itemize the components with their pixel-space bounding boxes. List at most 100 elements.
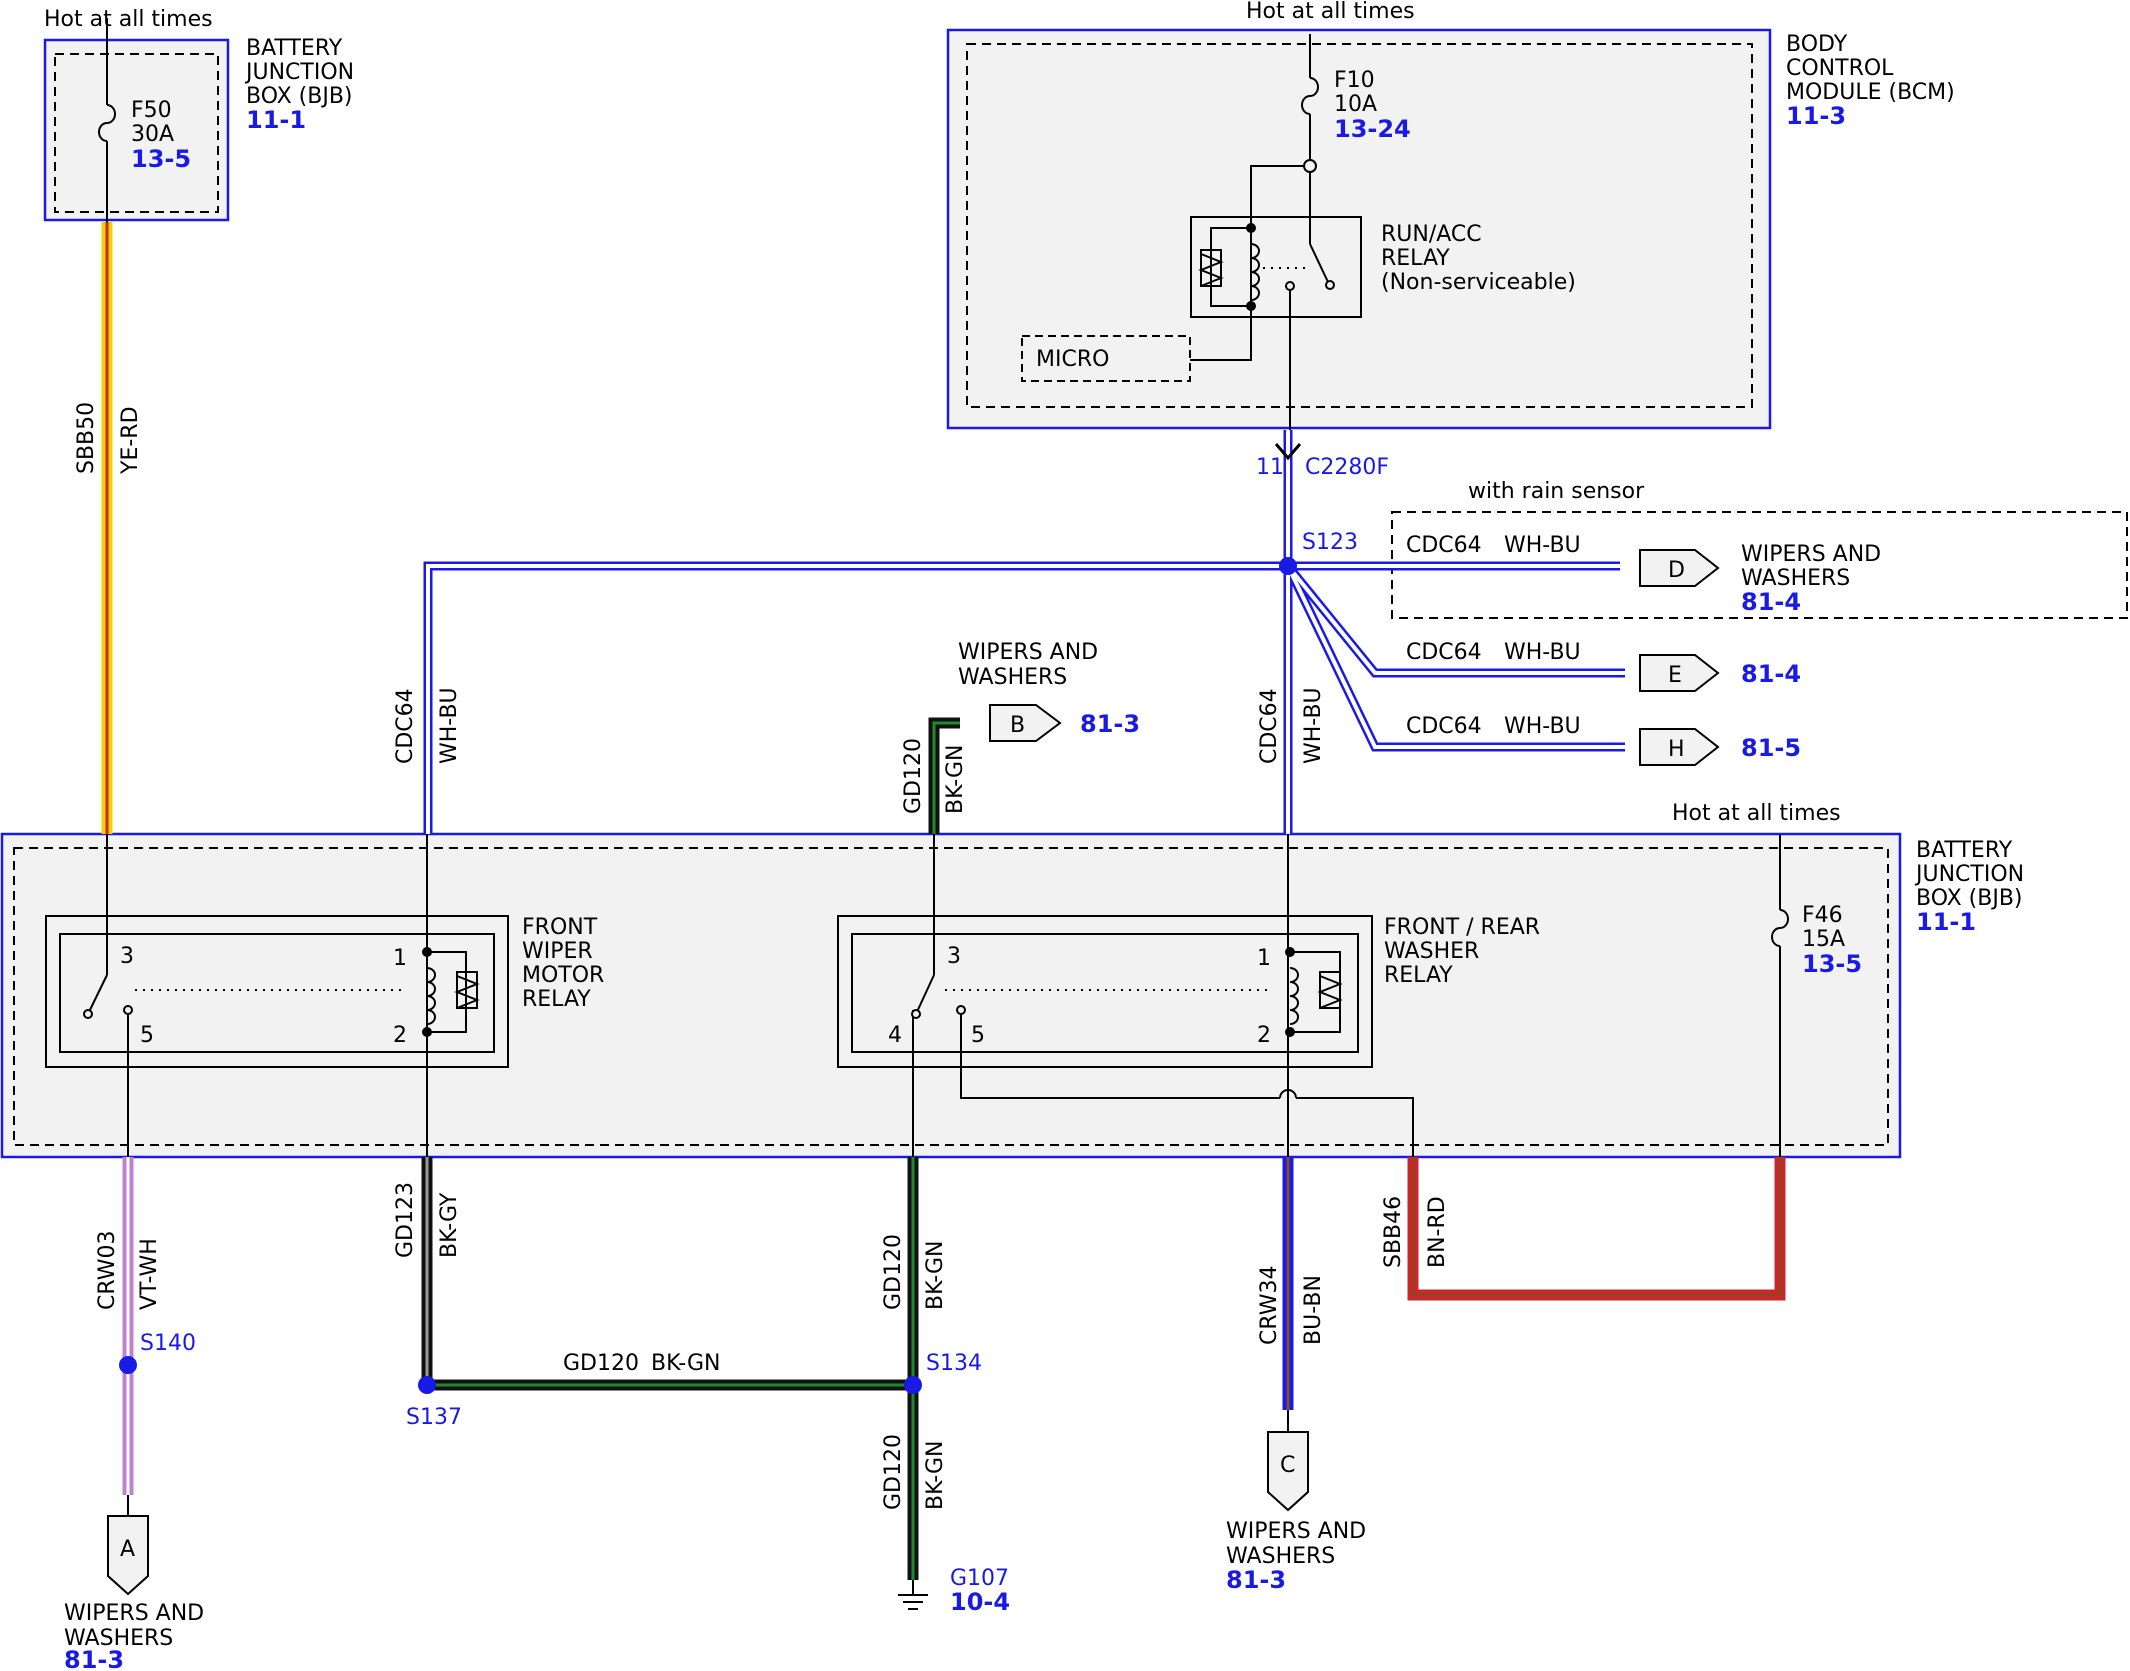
splice-s140 bbox=[119, 1356, 137, 1374]
relay-coils bbox=[426, 243, 1343, 1025]
fuse-f46-amps: 15A bbox=[1802, 927, 1845, 952]
wire-color-bk-gn-mid-label: BK-GN bbox=[923, 1241, 948, 1310]
hot-at-all-times-label: Hot at all times bbox=[44, 7, 213, 32]
bcm-title: MODULE (BCM) bbox=[1786, 80, 1955, 105]
relay-pin-label: 1 bbox=[393, 946, 407, 971]
splice-s134-label: S134 bbox=[926, 1351, 982, 1376]
relay-pin-label: 3 bbox=[120, 944, 134, 969]
wire-color-ye-rd-label: YE-RD bbox=[118, 406, 143, 475]
relay-pin-label: 3 bbox=[947, 944, 961, 969]
splice-s134 bbox=[904, 1376, 922, 1394]
internal-wiring bbox=[45, 18, 1789, 1610]
wire-sbb46-bn-rd bbox=[1407, 1157, 1786, 1301]
front-wiper-relay-label: RELAY bbox=[522, 987, 591, 1012]
circuit-sbb50-label: SBB50 bbox=[74, 402, 99, 474]
relay-pin-label: 2 bbox=[1257, 1023, 1271, 1048]
relay-pin-label: 5 bbox=[140, 1023, 154, 1048]
wipers-washers-a-label: WIPERS AND bbox=[64, 1601, 204, 1626]
fuse-f50-name: F50 bbox=[131, 98, 172, 123]
connector-h-label: H bbox=[1668, 737, 1685, 762]
wire-gd120-bk-gn bbox=[427, 1157, 919, 1580]
fuse-f46-name: F46 bbox=[1802, 903, 1843, 928]
bjb-top-title: JUNCTION bbox=[244, 60, 354, 85]
wire-cdc64-wh-bu bbox=[423, 430, 1625, 834]
wipers-washers-d-label: WASHERS bbox=[1741, 566, 1850, 591]
micro-label: MICRO bbox=[1036, 347, 1109, 372]
wire-color-wh-bu-mid-label: WH-BU bbox=[1301, 687, 1326, 764]
connector-c bbox=[1267, 1431, 1309, 1512]
circuit-gd120-mid-label: GD120 bbox=[881, 1234, 906, 1310]
front-wiper-relay-label: WIPER bbox=[522, 939, 593, 964]
rain-sensor-label: with rain sensor bbox=[1468, 479, 1645, 504]
bjb-top-ref: 11-1 bbox=[246, 106, 306, 134]
wipers-washers-c-label: WASHERS bbox=[1226, 1544, 1335, 1569]
relay-pin-label: 1 bbox=[1257, 946, 1271, 971]
splice-s123 bbox=[1279, 557, 1297, 575]
bjb-top-module bbox=[43, 38, 230, 222]
circuit-cdc64-label: CDC64 bbox=[1406, 640, 1482, 665]
connector-a bbox=[107, 1515, 149, 1596]
circuit-crw03-label: CRW03 bbox=[95, 1230, 120, 1310]
wipers-washers-b-label: WIPERS AND bbox=[958, 640, 1098, 665]
relay-pin-label: 4 bbox=[888, 1023, 902, 1048]
wipers-washers-a-label: WASHERS bbox=[64, 1626, 173, 1651]
wire-color-label: WH-BU bbox=[1504, 533, 1581, 558]
bjb-main-ref: 11-1 bbox=[1916, 908, 1976, 936]
relay-run-acc-label: (Non-serviceable) bbox=[1381, 270, 1576, 295]
connector-pin-label: 11 bbox=[1256, 455, 1284, 480]
circuit-cdc64-mid-label: CDC64 bbox=[1257, 688, 1282, 764]
front-wiper-relay-label: MOTOR bbox=[522, 963, 604, 988]
wire-color-label: WH-BU bbox=[1504, 714, 1581, 739]
circuit-crw34-label: CRW34 bbox=[1257, 1265, 1282, 1345]
circuit-gd120-horizontal-label: GD120 bbox=[563, 1351, 639, 1376]
relay-pin-label: 2 bbox=[393, 1023, 407, 1048]
wire-color-vt-wh-label: VT-WH bbox=[137, 1238, 162, 1310]
connector-c-label: C bbox=[1280, 1453, 1295, 1478]
connector-d bbox=[1639, 549, 1720, 587]
fuse-f46-ref: 13-5 bbox=[1802, 950, 1862, 978]
circuit-sbb46-label: SBB46 bbox=[1381, 1196, 1406, 1268]
wire-color-bk-gy-label: BK-GY bbox=[437, 1192, 462, 1258]
hot-at-all-times-label: Hot at all times bbox=[1246, 0, 1415, 24]
fuse-f10-name: F10 bbox=[1334, 68, 1375, 93]
ref-h: 81-5 bbox=[1741, 734, 1801, 762]
circuit-gd120-low-label: GD120 bbox=[881, 1434, 906, 1510]
fuse-f50-amps: 30A bbox=[131, 122, 174, 147]
wire-color-label: WH-BU bbox=[1504, 640, 1581, 665]
connector-b-label: B bbox=[1010, 713, 1025, 738]
connector-h bbox=[1639, 728, 1720, 766]
connector-c2280f-label: C2280F bbox=[1305, 455, 1389, 480]
ground-g107-ref: 10-4 bbox=[950, 1588, 1010, 1616]
bjb-main-module bbox=[0, 832, 1902, 1159]
wire-color-bk-gn-low-label: BK-GN bbox=[923, 1441, 948, 1510]
fuse-f10-amps: 10A bbox=[1334, 92, 1377, 117]
wire-gd120-to-b bbox=[928, 717, 960, 834]
washer-relay-label: RELAY bbox=[1384, 963, 1453, 988]
front-wiper-relay-label: FRONT bbox=[522, 915, 598, 940]
wipers-washers-c-label: WIPERS AND bbox=[1226, 1519, 1366, 1544]
ground-g107-label: G107 bbox=[950, 1566, 1009, 1591]
splice-s140-label: S140 bbox=[140, 1331, 196, 1356]
fuse-f50-ref: 13-5 bbox=[131, 145, 191, 173]
washer-relay-label: WASHER bbox=[1384, 939, 1479, 964]
circuit-gd123-label: GD123 bbox=[393, 1182, 418, 1258]
bjb-main-title: BATTERY bbox=[1916, 838, 2013, 863]
bjb-top-title: BATTERY bbox=[246, 36, 343, 61]
wire-color-bu-bn-label: BU-BN bbox=[1301, 1275, 1326, 1345]
wire-color-bk-gn-horizontal-label: BK-GN bbox=[651, 1351, 720, 1376]
ref-c: 81-3 bbox=[1226, 1566, 1286, 1594]
splice-s137 bbox=[418, 1376, 436, 1394]
wire-color-bn-rd-label: BN-RD bbox=[1425, 1196, 1450, 1268]
ref-d: 81-4 bbox=[1741, 588, 1801, 616]
splice-s123-label: S123 bbox=[1302, 530, 1358, 555]
bcm-module bbox=[946, 28, 1772, 430]
bjb-main-title: JUNCTION bbox=[1914, 862, 2024, 887]
relay-run-acc-label: RELAY bbox=[1381, 246, 1450, 271]
circuit-cdc64-label: CDC64 bbox=[1406, 533, 1482, 558]
terminal-nodes bbox=[83, 159, 1335, 1037]
bcm-title: CONTROL bbox=[1786, 56, 1894, 81]
connectors bbox=[107, 549, 1720, 1596]
ref-b: 81-3 bbox=[1080, 710, 1140, 738]
splice-s137-label: S137 bbox=[406, 1405, 462, 1430]
